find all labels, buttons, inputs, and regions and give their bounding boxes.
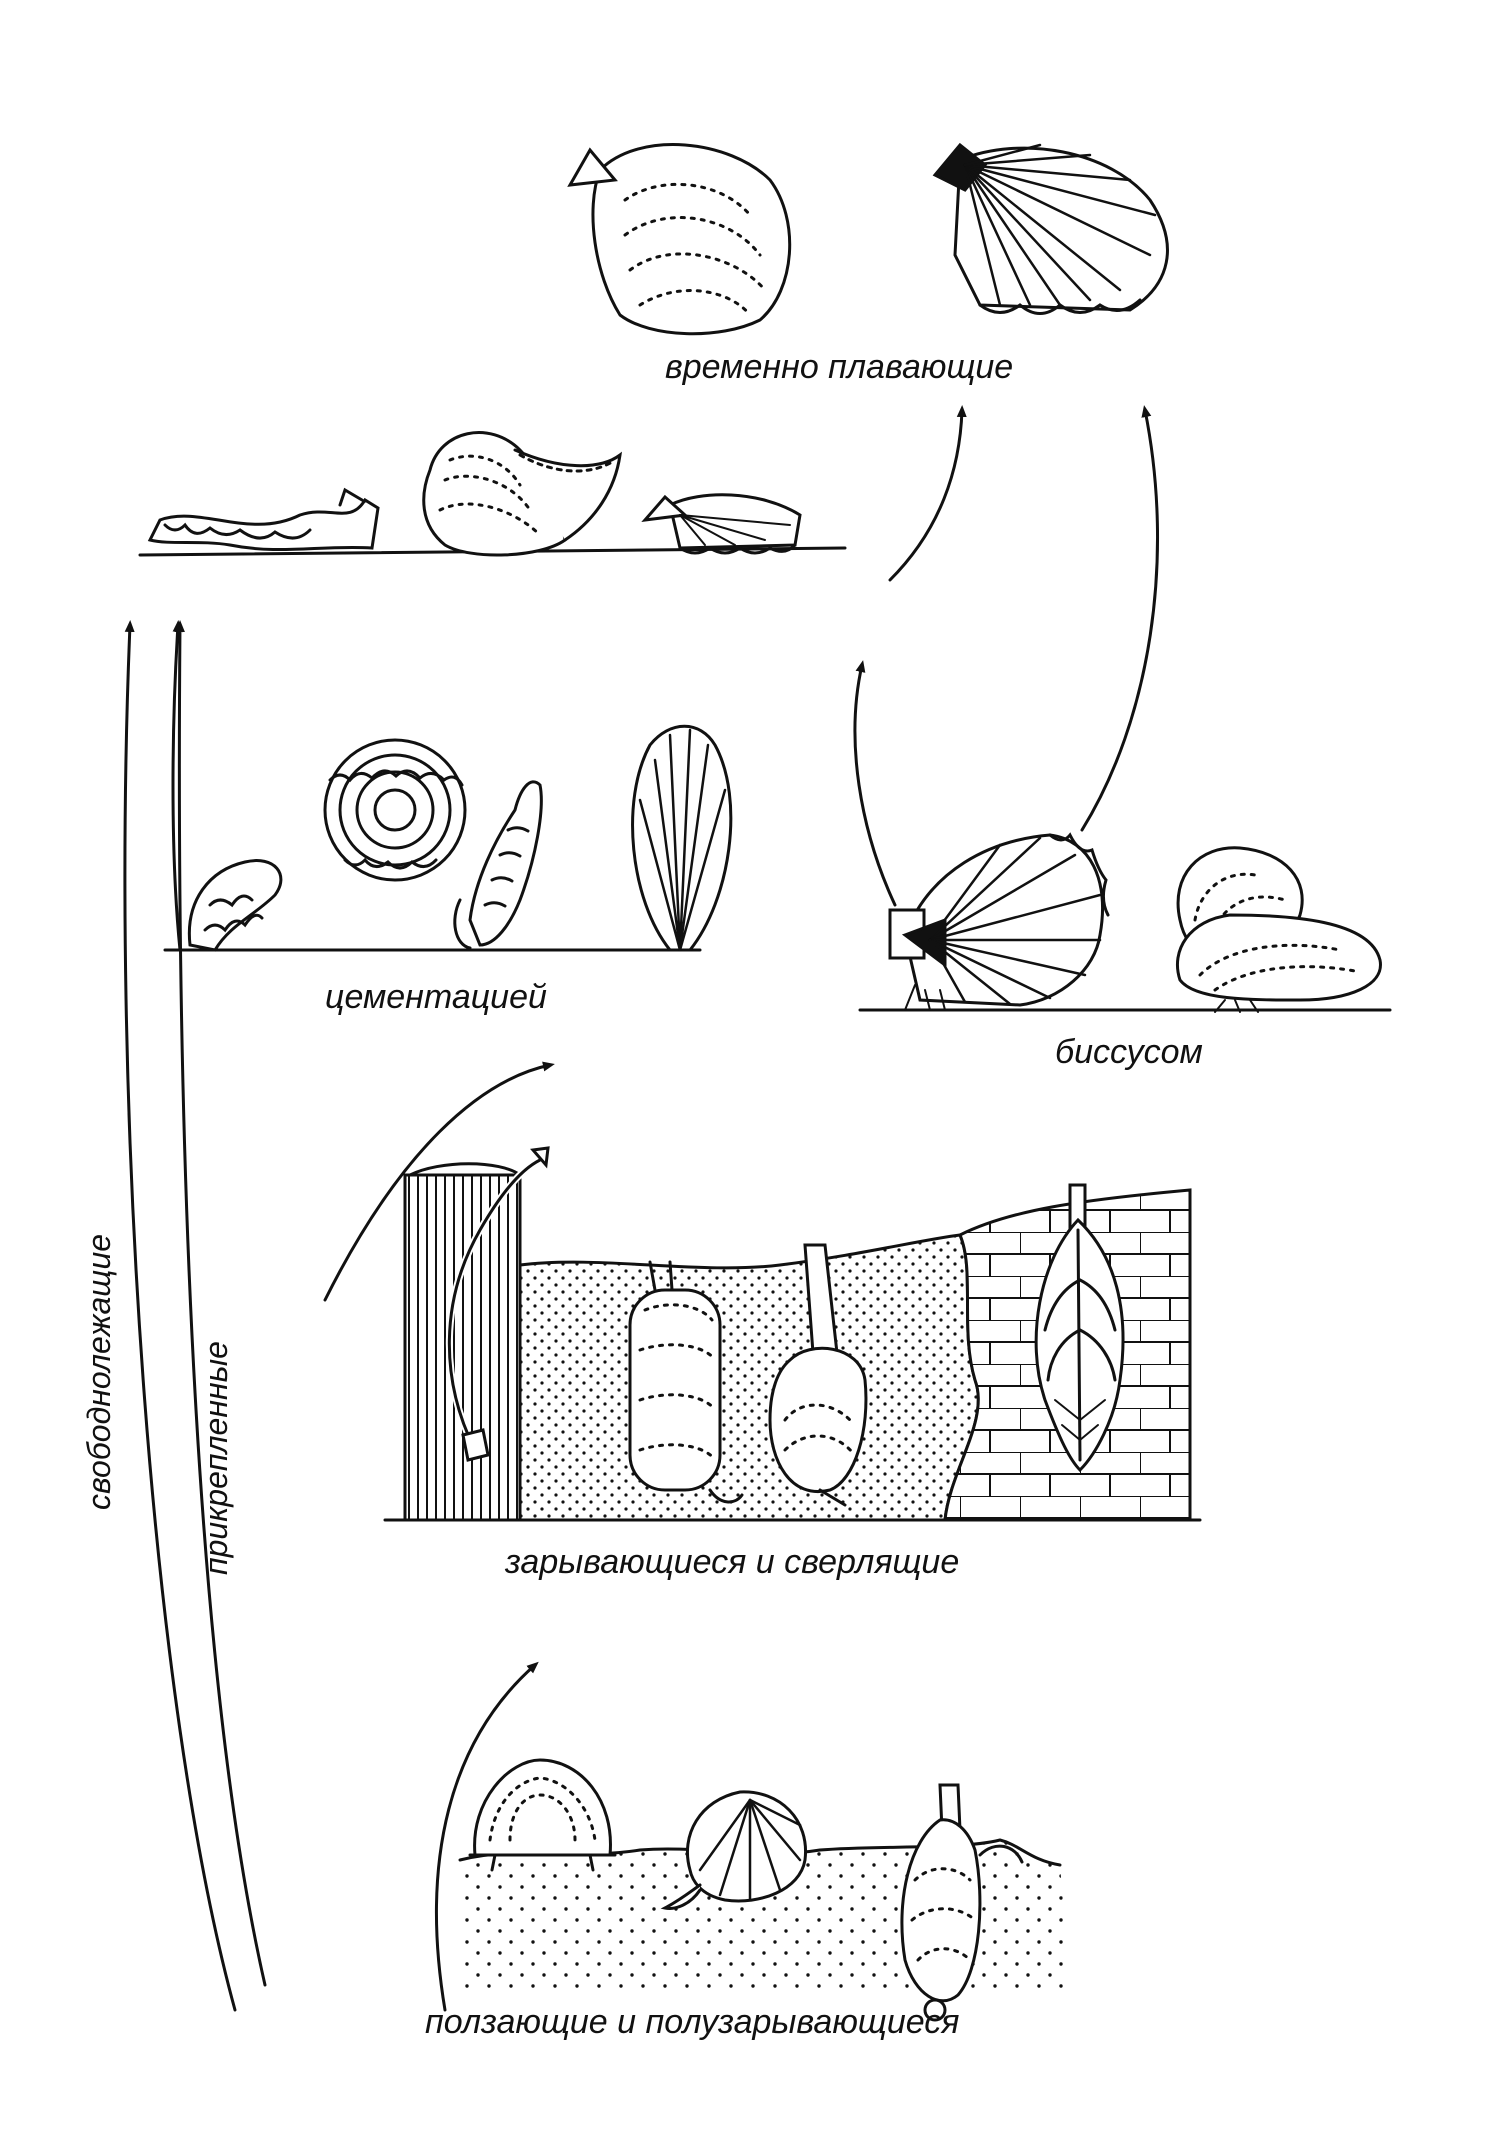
label-free-lying: свободнолежащие [81, 1233, 117, 1510]
free-lying-oyster-shell [147, 487, 380, 552]
swimming-shell-left [567, 143, 792, 336]
cemented-spondylus-shell [323, 738, 467, 882]
label-burrowing-boring: зарывающиеся и сверлящие [505, 1543, 960, 1581]
wood-post [403, 1162, 522, 1522]
cemented-small-oyster [187, 859, 283, 952]
crawling-scallop-shell [660, 1790, 808, 1910]
byssus-pecten-shell [888, 832, 1110, 1011]
cemented-rudist-shell [453, 780, 543, 950]
swimming-scallop-right [932, 142, 1169, 315]
label-cementation: цементацией [325, 978, 547, 1016]
label-temporarily-swimming: временно плавающие [665, 348, 1014, 386]
semi-burrowing-clam [900, 1783, 1024, 2022]
label-byssus: биссусом [1055, 1033, 1203, 1071]
label-crawling-semi-burrowing: ползающие и полузарывающиеся [425, 2003, 960, 2041]
byssus-mussel-shells [1175, 846, 1382, 1013]
arrow-to-attached-groups [323, 1061, 555, 1302]
burrowing-clam-right [768, 1243, 868, 1507]
cemented-ribbed-shell [631, 724, 733, 952]
arrow-to-burrowing [435, 1661, 539, 2012]
arrow-byssus-to-free-lying [853, 660, 897, 907]
sediment-block [518, 1233, 980, 1522]
arrow-attached [174, 620, 267, 1987]
label-attached: прикрепленные [198, 1341, 234, 1575]
arrow-free-lying-to-swimming [888, 405, 967, 582]
arrow-to-cementation [171, 620, 183, 952]
arrow-free-lying [123, 620, 237, 2012]
boring-bivalve-in-wall [1034, 1183, 1125, 1473]
arrow-byssus-to-swimming [1080, 405, 1160, 832]
free-lying-pecten-shell [641, 493, 802, 555]
crawling-cockle-shell [468, 1758, 617, 1872]
free-lying-gryphaea-shell [422, 431, 622, 557]
burrowing-clam-left [628, 1260, 744, 1504]
shipworm-tube [445, 1146, 550, 1462]
